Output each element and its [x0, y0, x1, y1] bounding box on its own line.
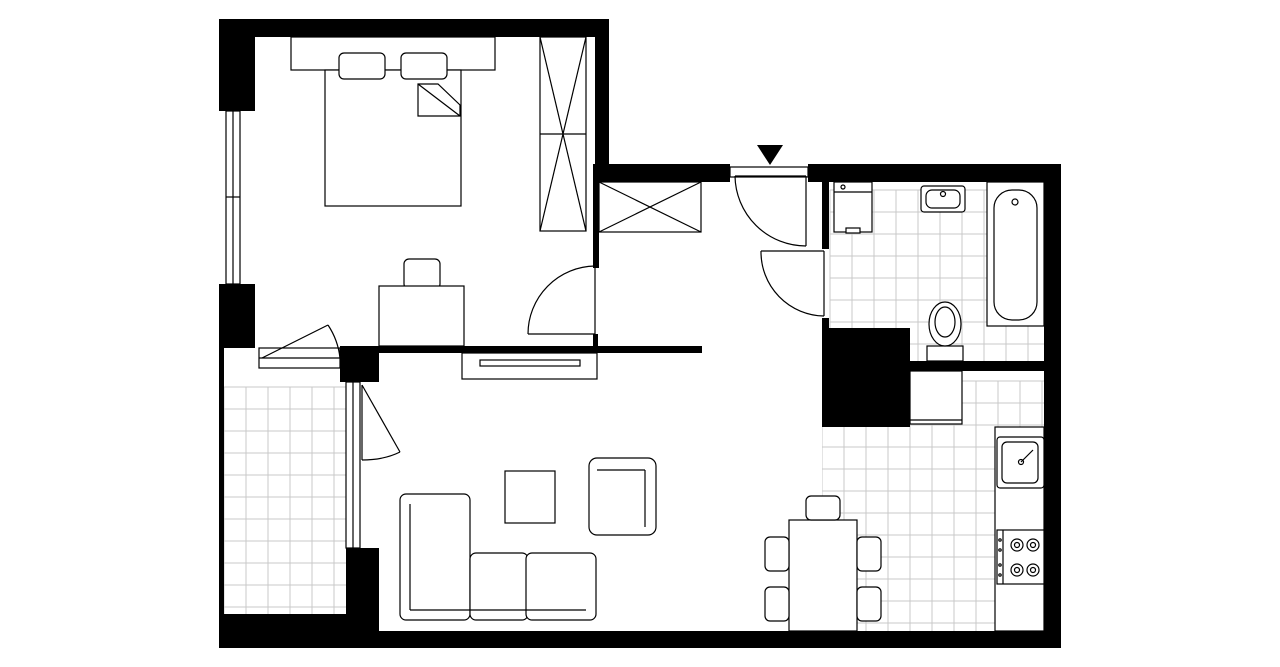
wall-right [1044, 164, 1061, 648]
wall-top-bedroom [219, 19, 609, 37]
bedroom-door [527, 265, 596, 335]
washing-machine [833, 181, 873, 234]
balcony-door-living [361, 384, 401, 461]
toilet [926, 301, 964, 362]
triangle-down-icon [757, 145, 783, 165]
walls [219, 19, 1061, 648]
wall-bottom [379, 631, 1061, 648]
tv-stand [461, 352, 598, 380]
bathroom-door [760, 250, 825, 317]
entrance-door [734, 145, 807, 247]
dining-table [764, 495, 882, 632]
wall-hall-closet-bottom [593, 334, 598, 348]
wall-left-balcony [219, 348, 224, 648]
wall-bath-kitchen [908, 361, 1046, 371]
wall-bedroom-living-divider [378, 346, 702, 353]
bathroom-sink [920, 185, 966, 213]
double-bed [290, 36, 496, 207]
wall-bath-left-upper [822, 164, 829, 249]
coffee-table [504, 470, 556, 524]
wall-left-living-lower [346, 548, 379, 648]
wall-balcony-pier [340, 346, 379, 382]
wall-hall-closet-left [593, 164, 599, 268]
sofa [399, 493, 597, 621]
wall-bedroom-right [595, 19, 609, 164]
balcony-door-bedroom [258, 324, 341, 369]
wall-bath-left-lower [822, 318, 829, 330]
wall-hall-top-right [808, 164, 1061, 182]
bedroom-wardrobe [539, 36, 587, 232]
desk [378, 258, 465, 347]
bathtub [986, 181, 1045, 327]
fridge [909, 370, 963, 425]
hall-wardrobe [598, 181, 702, 233]
living-window [345, 381, 361, 549]
armchair [588, 457, 657, 536]
stove [996, 529, 1045, 585]
balcony-tile-floor [223, 386, 346, 614]
kitchen-sink [996, 436, 1045, 489]
wall-shaft [822, 328, 910, 427]
wall-left-bedroom-upper [219, 19, 255, 111]
wall-left-bedroom-lower [219, 284, 255, 348]
wall-hall-top [595, 164, 730, 182]
hall-window-top [729, 166, 809, 178]
bedroom-window [225, 110, 241, 285]
